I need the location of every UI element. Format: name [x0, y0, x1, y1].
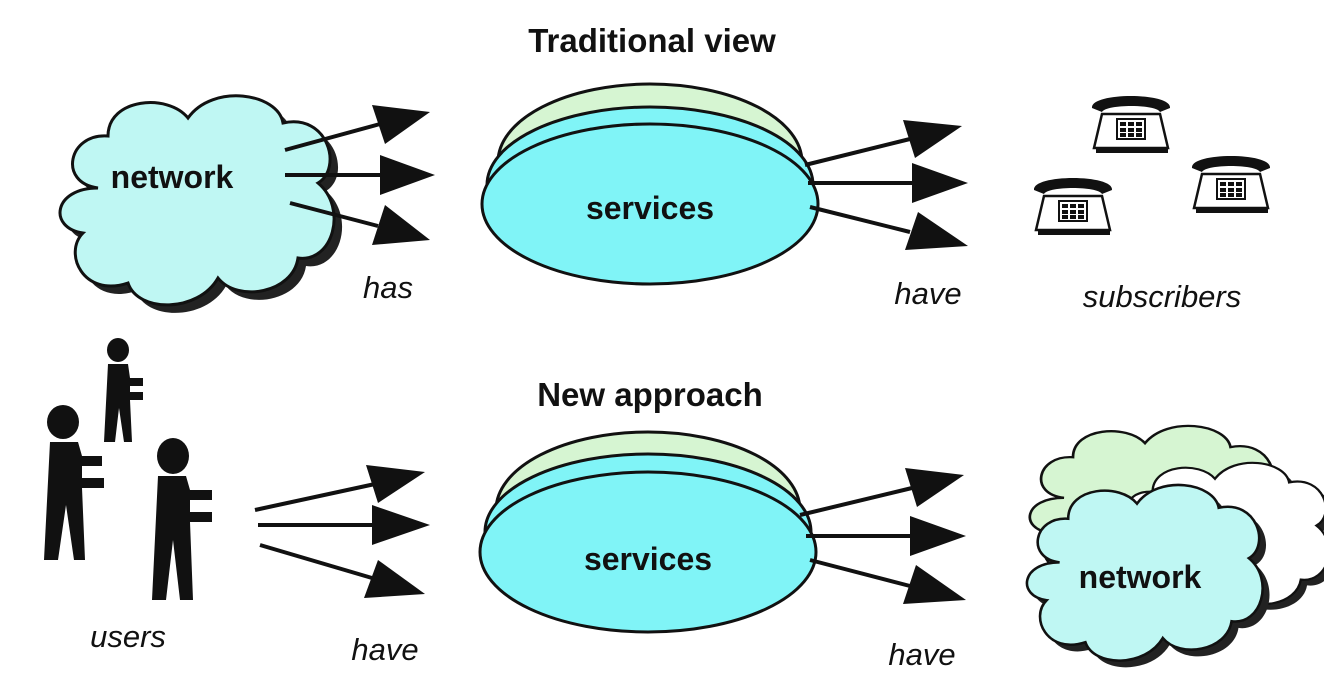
user-figure-left: [44, 405, 104, 560]
user-figure-small: [104, 338, 143, 442]
services-disc-bottom: [478, 430, 818, 634]
have-label-top: have: [894, 276, 961, 311]
telephone-icon-2: [1033, 178, 1113, 235]
have-arrows-top: [804, 120, 968, 250]
have-arrows-bottom-right: [799, 468, 966, 604]
have-label-bottom-left: have: [351, 632, 418, 667]
traditional-view-title: Traditional view: [528, 22, 776, 59]
subscribers-label: subscribers: [1083, 279, 1242, 314]
services-label-top: services: [586, 190, 714, 226]
have-label-bottom-right: have: [888, 637, 955, 672]
network-label-top: network: [111, 159, 234, 195]
new-approach-title: New approach: [537, 376, 763, 413]
has-arrows: [284, 105, 435, 245]
network-label-bottom: network: [1079, 559, 1202, 595]
services-label-bottom: services: [584, 541, 712, 577]
has-label: has: [363, 270, 413, 305]
users-label: users: [90, 619, 166, 654]
user-figure-right: [152, 438, 212, 600]
services-disc-top: [480, 82, 820, 286]
have-arrows-bottom-left: [254, 465, 430, 598]
telephone-icon-3: [1191, 156, 1271, 213]
network-cloud-stack: [1025, 424, 1324, 668]
telephone-icon-1: [1091, 96, 1171, 153]
